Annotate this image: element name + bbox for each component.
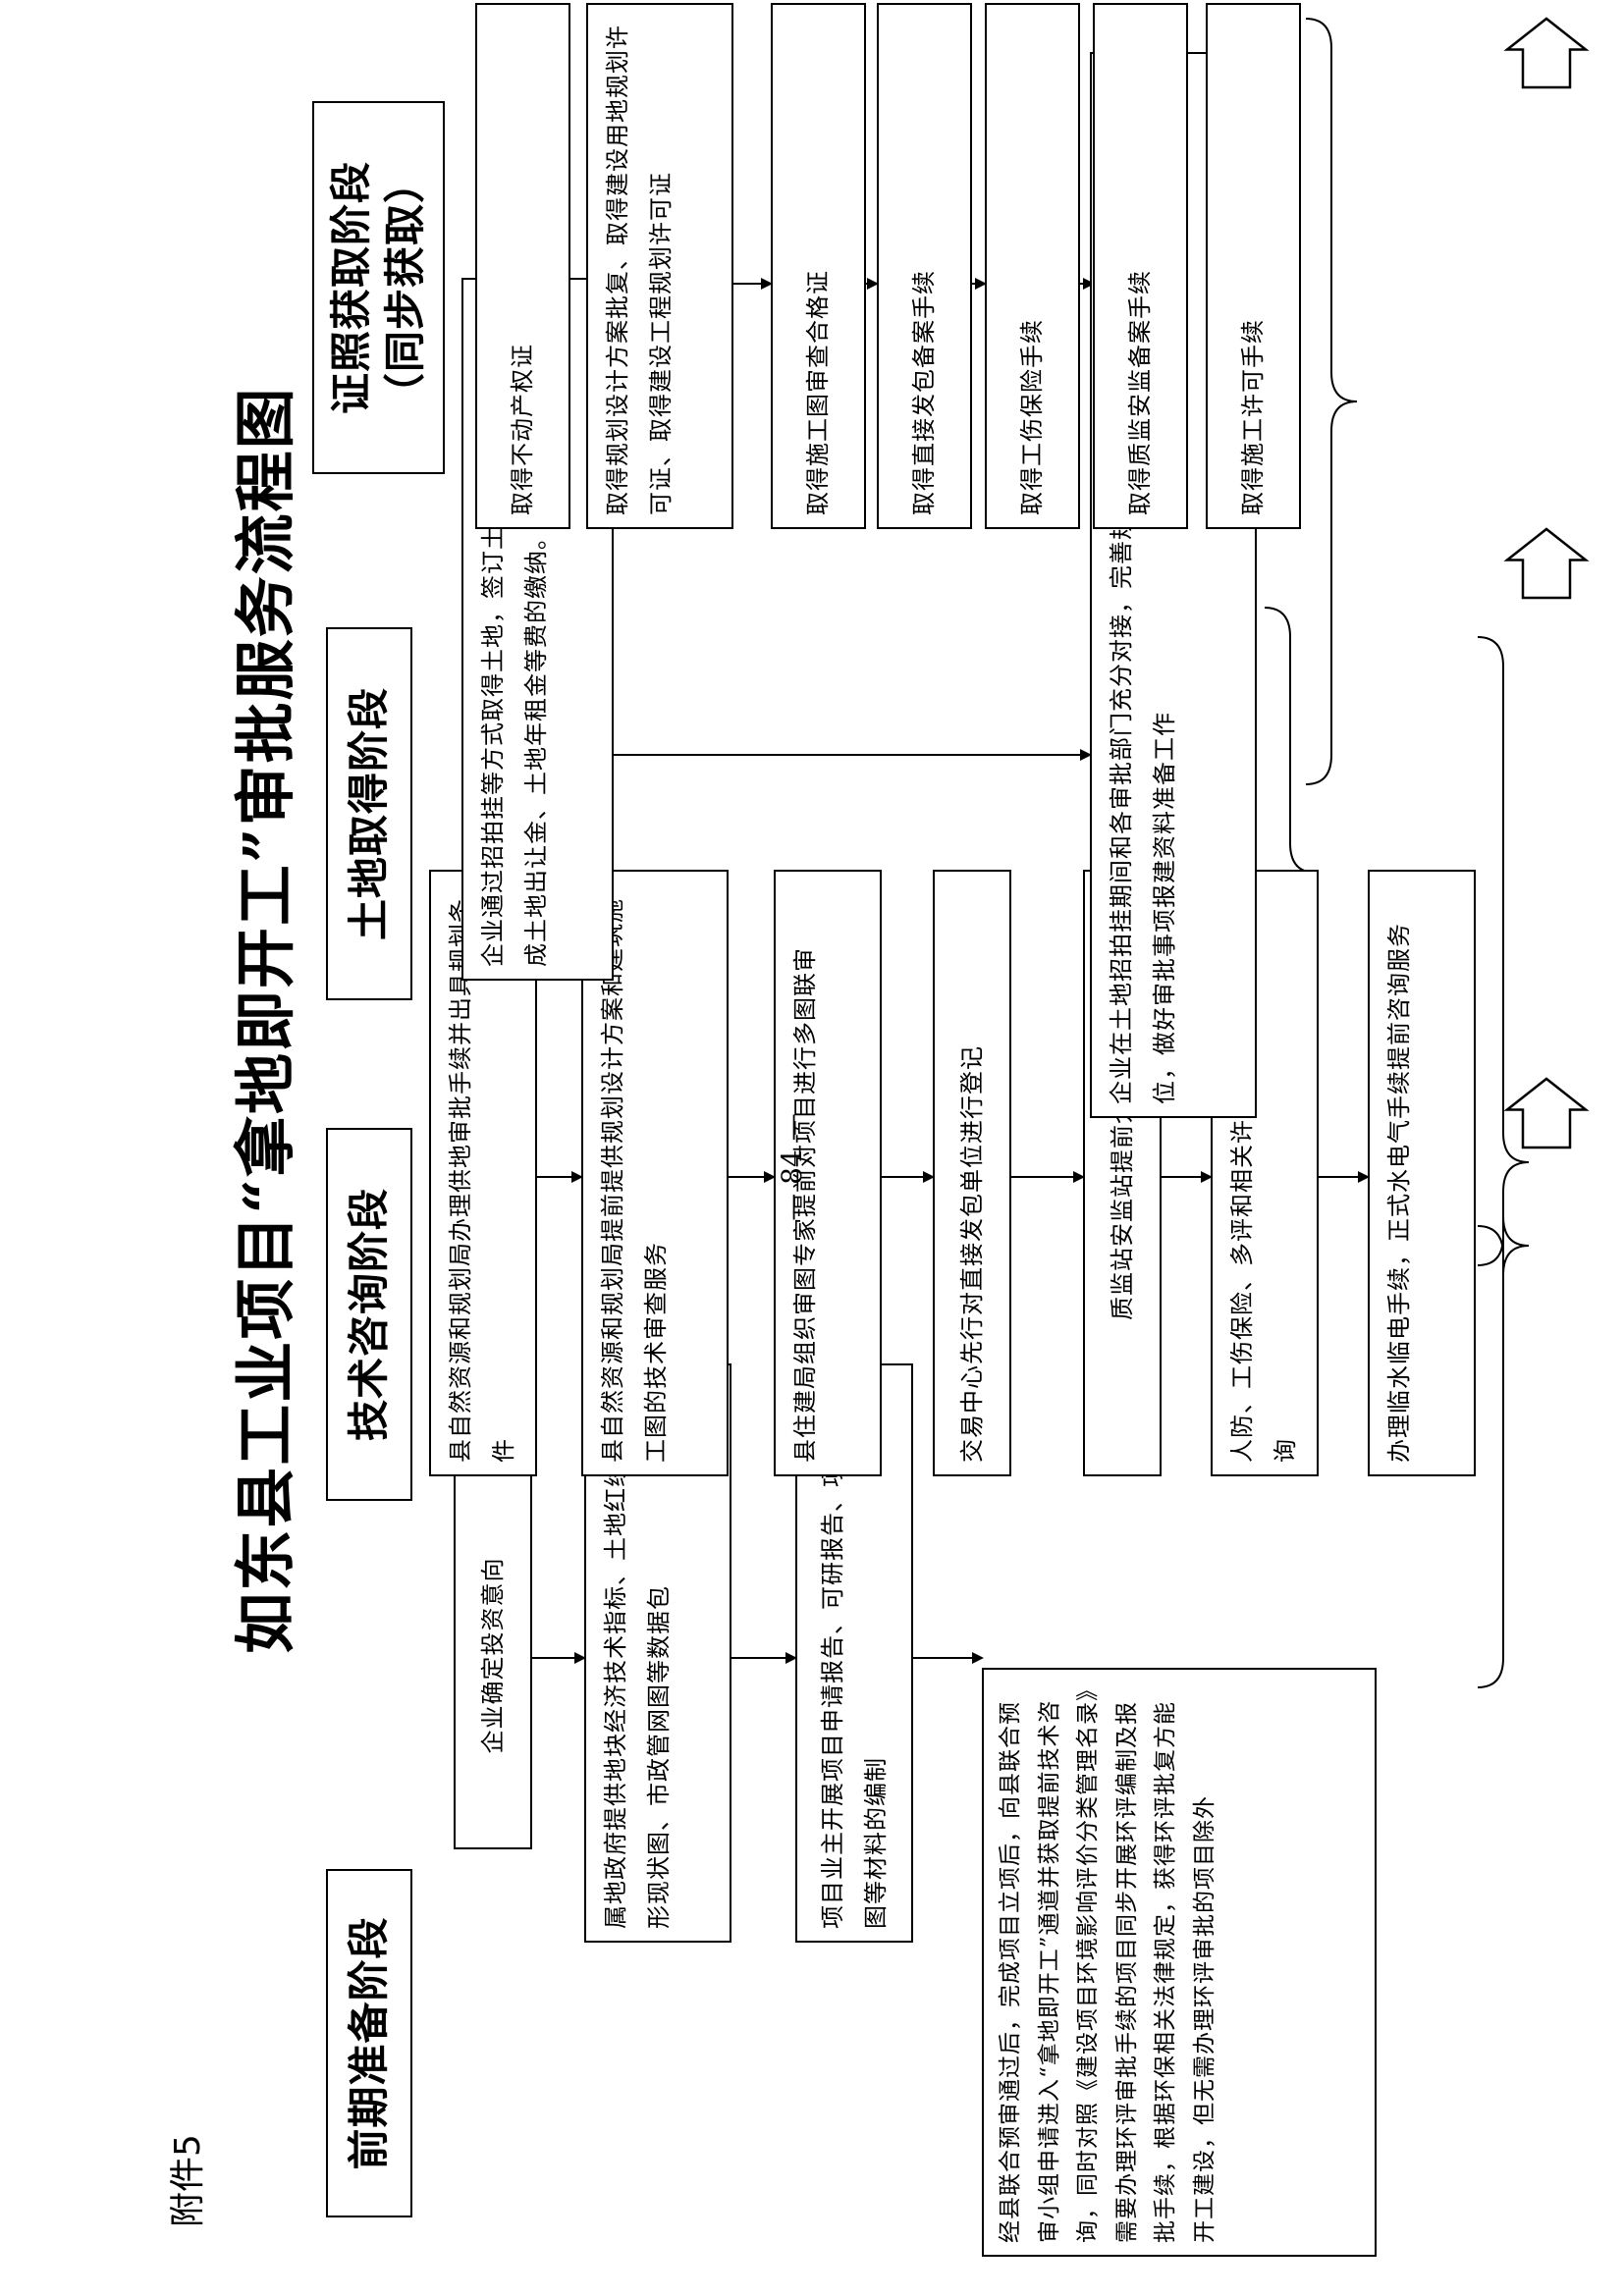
stage-title-consulting: 技术咨询阶段 — [326, 1128, 412, 1501]
consult-step-7: 办理临水临电手续，正式水电气手续提前咨询服务 — [1368, 870, 1476, 1476]
license-step-5: 取得工伤保险手续 — [985, 3, 1080, 529]
license-title-line1: 证照获取阶段 — [326, 161, 375, 415]
license-step-3: 取得施工图审查合格证 — [771, 3, 866, 529]
brace-license — [1305, 18, 1358, 785]
prep-step-4: 经县联合预审通过后，完成项目立项后，向县联合预审小组申请进入“拿地即开工”通道并… — [982, 1668, 1377, 2257]
license-step-1: 取得不动产权证 — [475, 3, 570, 529]
stage-title-license: 证照获取阶段 （同步获取） — [312, 101, 445, 474]
stage-transition-arrow-2 — [1503, 527, 1590, 600]
page-number: — 84 — — [776, 1113, 808, 1221]
consult-step-4: 交易中心先行对直接发包单位进行登记 — [933, 870, 1011, 1476]
stage-transition-arrow-3 — [1503, 17, 1590, 89]
stage-title-preparation: 前期准备阶段 — [326, 1869, 412, 2217]
brace-preparation — [1477, 636, 1530, 1688]
license-step-2: 取得规划设计方案批复、取得建设用地规划许可证、取得建设工程规划许可证 — [586, 3, 733, 529]
license-step-4: 取得直接发包备案手续 — [877, 3, 972, 529]
brace-spacer — [1477, 1215, 1530, 1276]
prep-step-1: 企业确定投资意向 — [454, 1462, 532, 1849]
license-step-6: 取得质监安监备案手续 — [1093, 3, 1188, 529]
license-title-line2: （同步获取） — [380, 161, 429, 415]
stage-transition-arrow-1 — [1503, 1077, 1590, 1149]
stage-title-land: 土地取得阶段 — [326, 627, 412, 1000]
attachment-label: 附件5 — [168, 2134, 208, 2227]
page-title: 如东县工业项目“拿地即开工”审批服务流程图 — [230, 386, 301, 1654]
license-step-7: 取得施工许可手续 — [1206, 3, 1301, 529]
